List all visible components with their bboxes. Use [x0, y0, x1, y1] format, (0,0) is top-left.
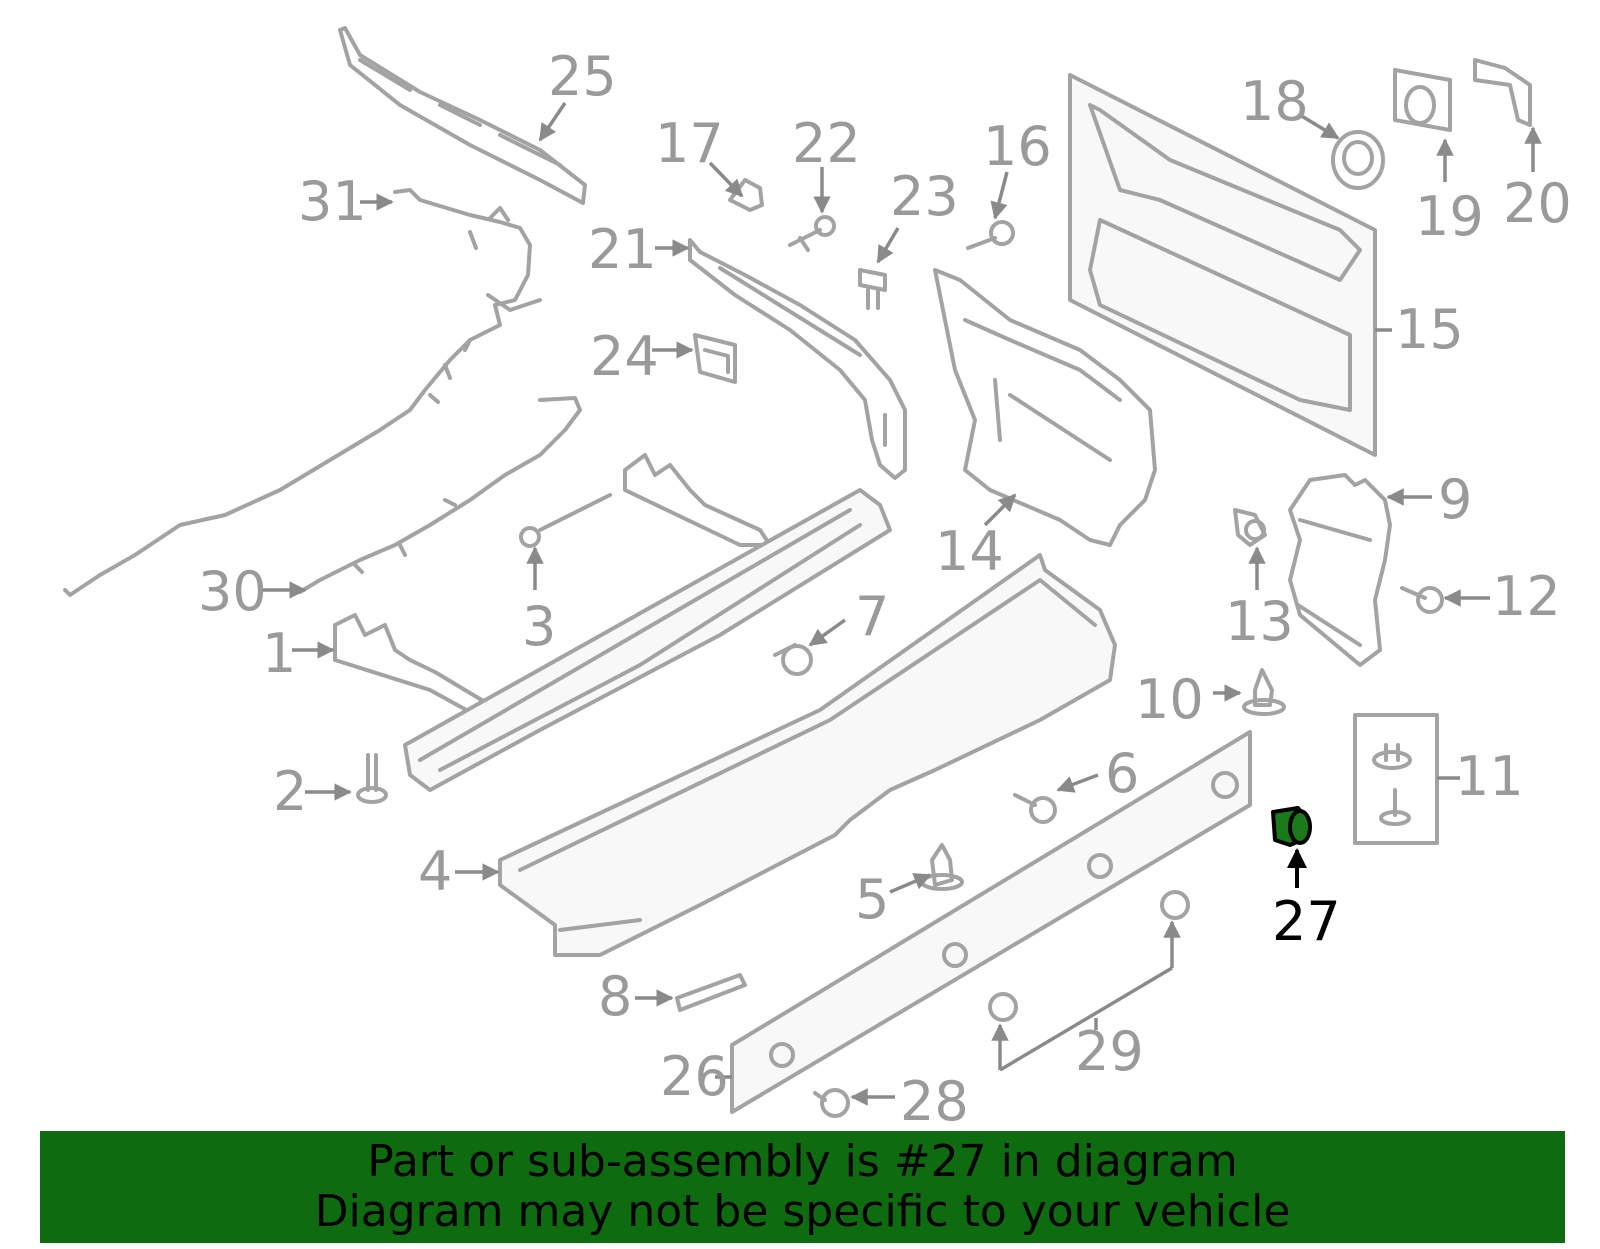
- label-29: 29: [1075, 1020, 1144, 1083]
- label-4: 4: [418, 840, 452, 903]
- part-14-side-bracket: [933, 268, 1157, 547]
- part-5-clip: [920, 843, 964, 891]
- label-2: 2: [273, 760, 307, 823]
- info-banner: Part or sub-assembly is #27 in diagram D…: [40, 1131, 1565, 1243]
- part-27-highlighted: [1271, 806, 1312, 847]
- part-25-trim-strip: [338, 26, 587, 205]
- label-11: 11: [1455, 745, 1524, 808]
- label-10: 10: [1135, 668, 1204, 731]
- label-20: 20: [1503, 172, 1572, 235]
- label-31: 31: [298, 170, 367, 233]
- label-12: 12: [1492, 565, 1561, 628]
- part-26-molding-strip: [730, 730, 1252, 1114]
- part-2-bolt: [356, 753, 388, 804]
- label-18: 18: [1240, 70, 1309, 133]
- label-8: 8: [598, 965, 632, 1028]
- part-4-step-pad: [498, 553, 1117, 957]
- label-21: 21: [588, 218, 657, 281]
- label-3: 3: [522, 595, 556, 658]
- label-5: 5: [855, 868, 889, 931]
- part-12-bolt: [1400, 586, 1444, 614]
- part-6-bolt: [1013, 793, 1057, 824]
- label-6: 6: [1105, 742, 1139, 805]
- part-30-lower-wiring: [298, 396, 582, 594]
- part-bumper-beam: [403, 488, 892, 792]
- part-15-panel: [1068, 73, 1377, 457]
- label-28: 28: [900, 1070, 969, 1133]
- part-8-reflector: [675, 973, 747, 1012]
- part-3-bolt: [519, 493, 612, 548]
- label-15: 15: [1395, 298, 1464, 361]
- label-26: 26: [660, 1045, 729, 1108]
- part-17-clip: [728, 178, 764, 212]
- part-29-clips: [988, 890, 1190, 1022]
- part-31-wiring-harness: [63, 188, 542, 597]
- part-13-clip: [1233, 508, 1267, 547]
- part-16-bolt: [966, 220, 1015, 250]
- part-18-cap: [1331, 130, 1385, 190]
- part-11-fastener-kit: [1353, 713, 1439, 845]
- banner-line-part-number: Part or sub-assembly is #27 in diagram: [367, 1136, 1238, 1187]
- label-27: 27: [1272, 890, 1341, 953]
- callout-labels: 25 31 17 22 23 16 18 19 20 21 15 24 14 9…: [198, 45, 1572, 1133]
- label-17: 17: [655, 112, 724, 175]
- label-19: 19: [1415, 185, 1484, 248]
- part-21-bracket: [688, 238, 907, 480]
- part-24-block: [693, 333, 737, 384]
- part-23-bolt: [858, 268, 887, 310]
- part-19-bracket: [1393, 68, 1452, 132]
- part-support-bracket: [623, 453, 772, 547]
- part-20-bracket: [1473, 58, 1532, 127]
- part-10-clip: [1242, 668, 1286, 716]
- label-1: 1: [262, 622, 296, 685]
- part-22-bolt: [788, 215, 836, 252]
- part-28-clip: [813, 1088, 850, 1118]
- label-23: 23: [890, 165, 959, 228]
- leader-lines: [262, 102, 1542, 1106]
- part-9-bracket: [1288, 473, 1392, 667]
- banner-line-disclaimer: Diagram may not be specific to your vehi…: [314, 1186, 1291, 1237]
- label-24: 24: [590, 325, 659, 388]
- label-9: 9: [1438, 468, 1472, 531]
- label-30: 30: [198, 560, 267, 623]
- label-14: 14: [935, 520, 1004, 583]
- label-16: 16: [983, 115, 1052, 178]
- label-25: 25: [548, 45, 617, 108]
- part-1-bracket: [333, 613, 492, 722]
- label-13: 13: [1225, 590, 1294, 653]
- label-22: 22: [792, 112, 861, 175]
- part-7-clip: [773, 643, 813, 676]
- label-7: 7: [855, 585, 889, 648]
